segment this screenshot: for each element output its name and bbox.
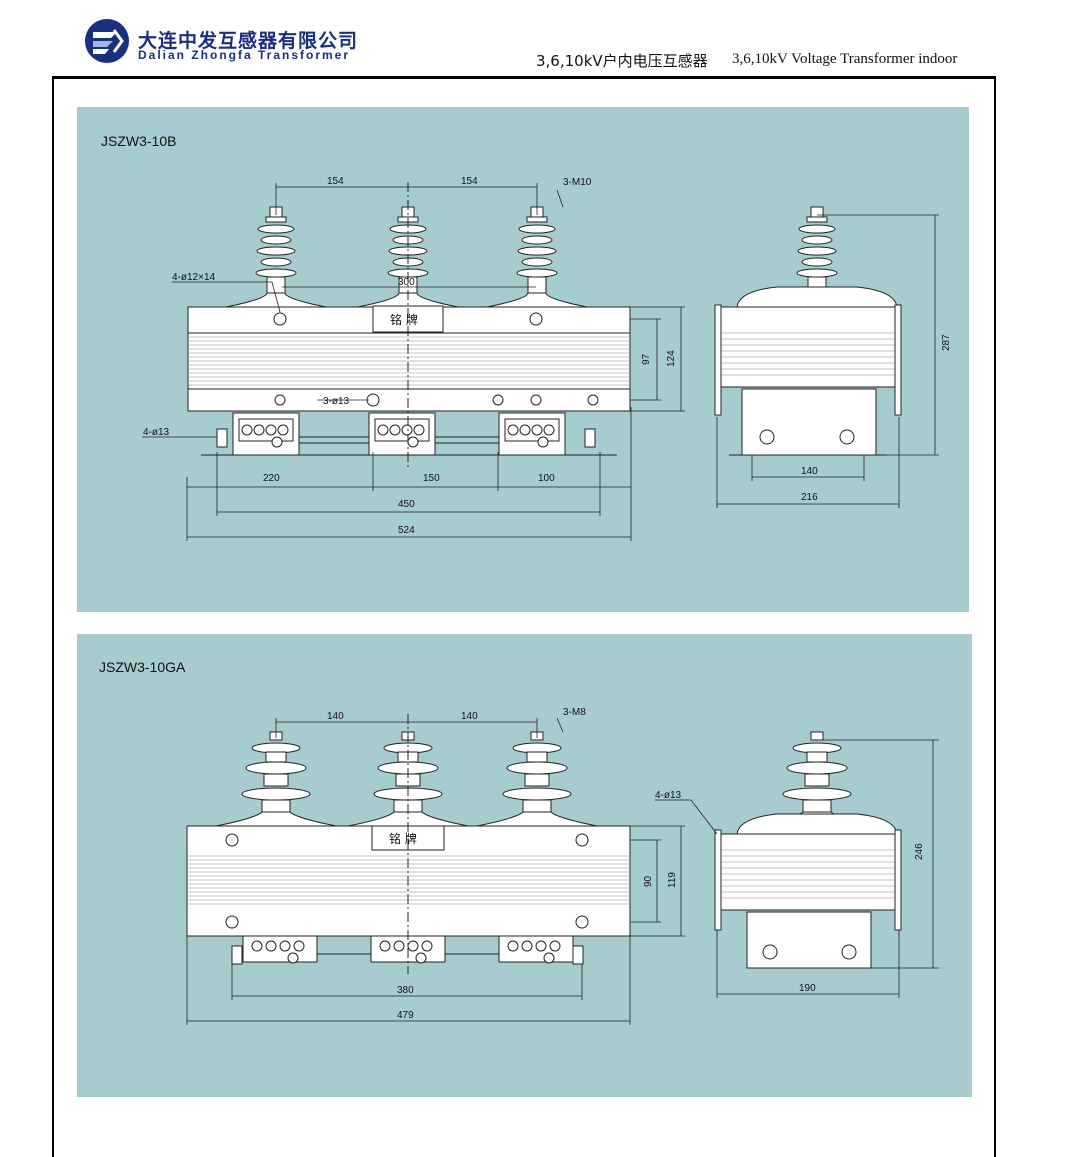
company-name-cn: 大连中发互感器有限公司 bbox=[138, 30, 359, 52]
dim-479: 479 bbox=[397, 1010, 414, 1021]
mount-slot-label: 4-ø12×14 bbox=[172, 272, 216, 283]
side-dim-140: 140 bbox=[801, 466, 818, 477]
page-frame bbox=[52, 77, 996, 1157]
technical-drawing-front-side: 154 154 3-M10 4-ø12×14 300 铭 牌 3-ø13 4-ø… bbox=[142, 176, 952, 541]
drawing-panel-jszw3-10b: JSZW3-10B bbox=[77, 107, 969, 612]
hole-3-label: 3-ø13 bbox=[323, 396, 350, 407]
doc-title-en: 3,6,10kV Voltage Transformer indoor bbox=[732, 51, 958, 67]
dim-380: 380 bbox=[397, 985, 414, 996]
side-view bbox=[714, 206, 902, 456]
model-label: JSZW3-10B bbox=[101, 133, 177, 149]
nameplate-label: 铭 牌 bbox=[389, 831, 417, 846]
side-dim-246: 246 bbox=[914, 843, 925, 860]
bolt-thread-label: 3-M8 bbox=[563, 707, 586, 718]
drawing-panel-jszw3-10ga: JSZW3-10GA bbox=[77, 634, 972, 1097]
dim-450: 450 bbox=[398, 499, 415, 510]
dim-140-left: 140 bbox=[327, 711, 344, 722]
side-view bbox=[714, 731, 902, 969]
hole-4-label: 4-ø13 bbox=[655, 790, 682, 801]
dim-90: 90 bbox=[643, 875, 654, 887]
hole-4-label: 4-ø13 bbox=[143, 427, 170, 438]
doc-title-cn: 3,6,10kV户内电压互感器 bbox=[536, 52, 708, 70]
bolt-thread-label: 3-M10 bbox=[563, 177, 592, 188]
company-logo bbox=[84, 18, 130, 64]
nameplate-label: 铭 牌 bbox=[390, 312, 418, 327]
dim-100: 100 bbox=[538, 473, 555, 484]
dim-150: 150 bbox=[423, 473, 440, 484]
side-dim-216: 216 bbox=[801, 492, 818, 503]
dim-524: 524 bbox=[398, 525, 415, 536]
side-dim-287: 287 bbox=[941, 334, 952, 351]
dim-119: 119 bbox=[667, 872, 678, 888]
dim-154-right: 154 bbox=[461, 176, 478, 187]
company-name-en: Dalian Zhongfa Transformer bbox=[138, 48, 351, 62]
front-view bbox=[186, 714, 631, 974]
dim-154-left: 154 bbox=[327, 176, 344, 187]
dim-300: 300 bbox=[398, 277, 415, 288]
dim-97: 97 bbox=[641, 353, 652, 365]
technical-drawing-front-side: 140 140 3-M8 铭 牌 90 119 380 479 bbox=[186, 707, 939, 1025]
page-header: 大连中发互感器有限公司 Dalian Zhongfa Transformer 3… bbox=[0, 0, 1080, 78]
side-dim-190: 190 bbox=[799, 983, 816, 994]
model-label: JSZW3-10GA bbox=[99, 659, 186, 675]
front-view bbox=[187, 182, 631, 467]
dim-220: 220 bbox=[263, 473, 280, 484]
dim-140-right: 140 bbox=[461, 711, 478, 722]
dim-124: 124 bbox=[666, 350, 677, 367]
